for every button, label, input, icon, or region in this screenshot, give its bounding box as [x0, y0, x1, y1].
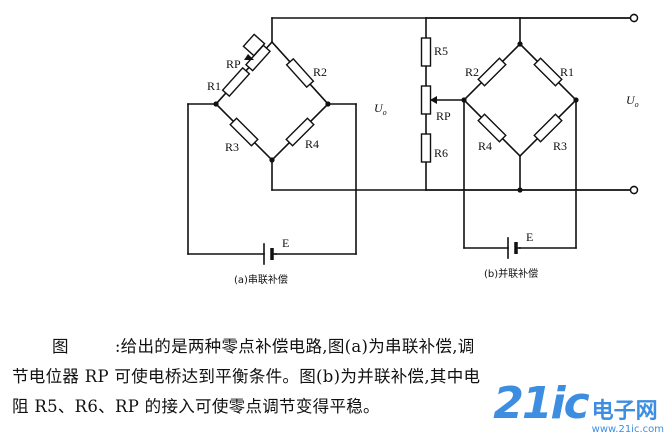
resistor-r5	[420, 37, 432, 67]
terminal-bottom-b	[629, 185, 639, 195]
node-bottom-a	[269, 157, 275, 163]
description-line-3: 阻 R5、R6、RP 的接入可使零点调节变得平稳。	[12, 397, 380, 416]
node-top-b	[517, 41, 523, 47]
watermark-logo: 21ic 电子网 www.21ic.com	[493, 382, 664, 436]
caption-a: (a)串联补偿	[234, 273, 288, 286]
terminal-top-b	[629, 13, 639, 23]
caption-b: (b)并联补偿	[484, 267, 538, 280]
node-left-a	[213, 101, 219, 107]
label-r5: R5	[434, 44, 448, 58]
label-r1-a: R1	[207, 79, 221, 93]
potentiometer-arrow-a	[244, 54, 254, 60]
watermark-url: www.21ic.com	[591, 424, 664, 435]
resistor-r1-b	[533, 57, 563, 87]
label-r1-b: R1	[560, 65, 574, 79]
node-bottom-b	[517, 187, 523, 193]
label-r4-a: R4	[305, 137, 319, 151]
resistor-r2-b	[477, 57, 507, 87]
potentiometer-knob-a	[242, 33, 266, 57]
label-r4-b: R4	[478, 139, 492, 153]
resistor-r1-a	[221, 66, 251, 98]
circuit-b: R5 RP R6 R1 R2 R3 R4 E Uo (b)并联补偿	[420, 13, 639, 280]
label-e-a: E	[282, 236, 289, 250]
label-uo-b: Uo	[626, 93, 639, 109]
description-line-1: 图:给出的是两种零点补偿电路,图(a)为串联补偿,调	[52, 337, 475, 356]
figure-description: 图:给出的是两种零点补偿电路,图(a)为串联补偿,调 节电位器 RP 可使电桥达…	[12, 332, 662, 422]
resistor-r2-a	[285, 57, 315, 89]
potentiometer-rp-b	[420, 85, 432, 115]
resistor-r6	[420, 133, 432, 163]
circuit-diagram: RP R1 R2 R3 R4 E Uo (a)串联补偿	[187, 13, 639, 286]
label-rp-a: RP	[226, 57, 241, 71]
label-e-b: E	[526, 230, 533, 244]
potentiometer-arrow-b	[430, 96, 437, 104]
circuit-a: RP R1 R2 R3 R4 E Uo (a)串联补偿	[187, 13, 639, 286]
label-r6: R6	[434, 146, 448, 160]
figure-label: 图	[52, 337, 69, 356]
node-left-b	[461, 97, 467, 103]
description-line-2: 节电位器 RP 可使电桥达到平衡条件。图(b)为并联补偿,其中电	[12, 367, 481, 386]
resistor-r4-b	[477, 113, 507, 143]
resistor-r3-b	[533, 113, 563, 143]
label-uo-a: Uo	[374, 101, 387, 117]
label-rp-b: RP	[436, 109, 451, 123]
resistor-r3-a	[229, 117, 259, 147]
node-right-a	[325, 101, 331, 107]
label-r3-b: R3	[553, 139, 567, 153]
label-r2-b: R2	[465, 65, 479, 79]
label-r3-a: R3	[225, 140, 239, 154]
watermark-number: 21ic	[493, 378, 589, 429]
label-r2-a: R2	[313, 65, 327, 79]
resistor-r4-a	[285, 117, 315, 147]
watermark-chinese: 电子网	[591, 399, 658, 424]
node-right-b	[573, 97, 579, 103]
